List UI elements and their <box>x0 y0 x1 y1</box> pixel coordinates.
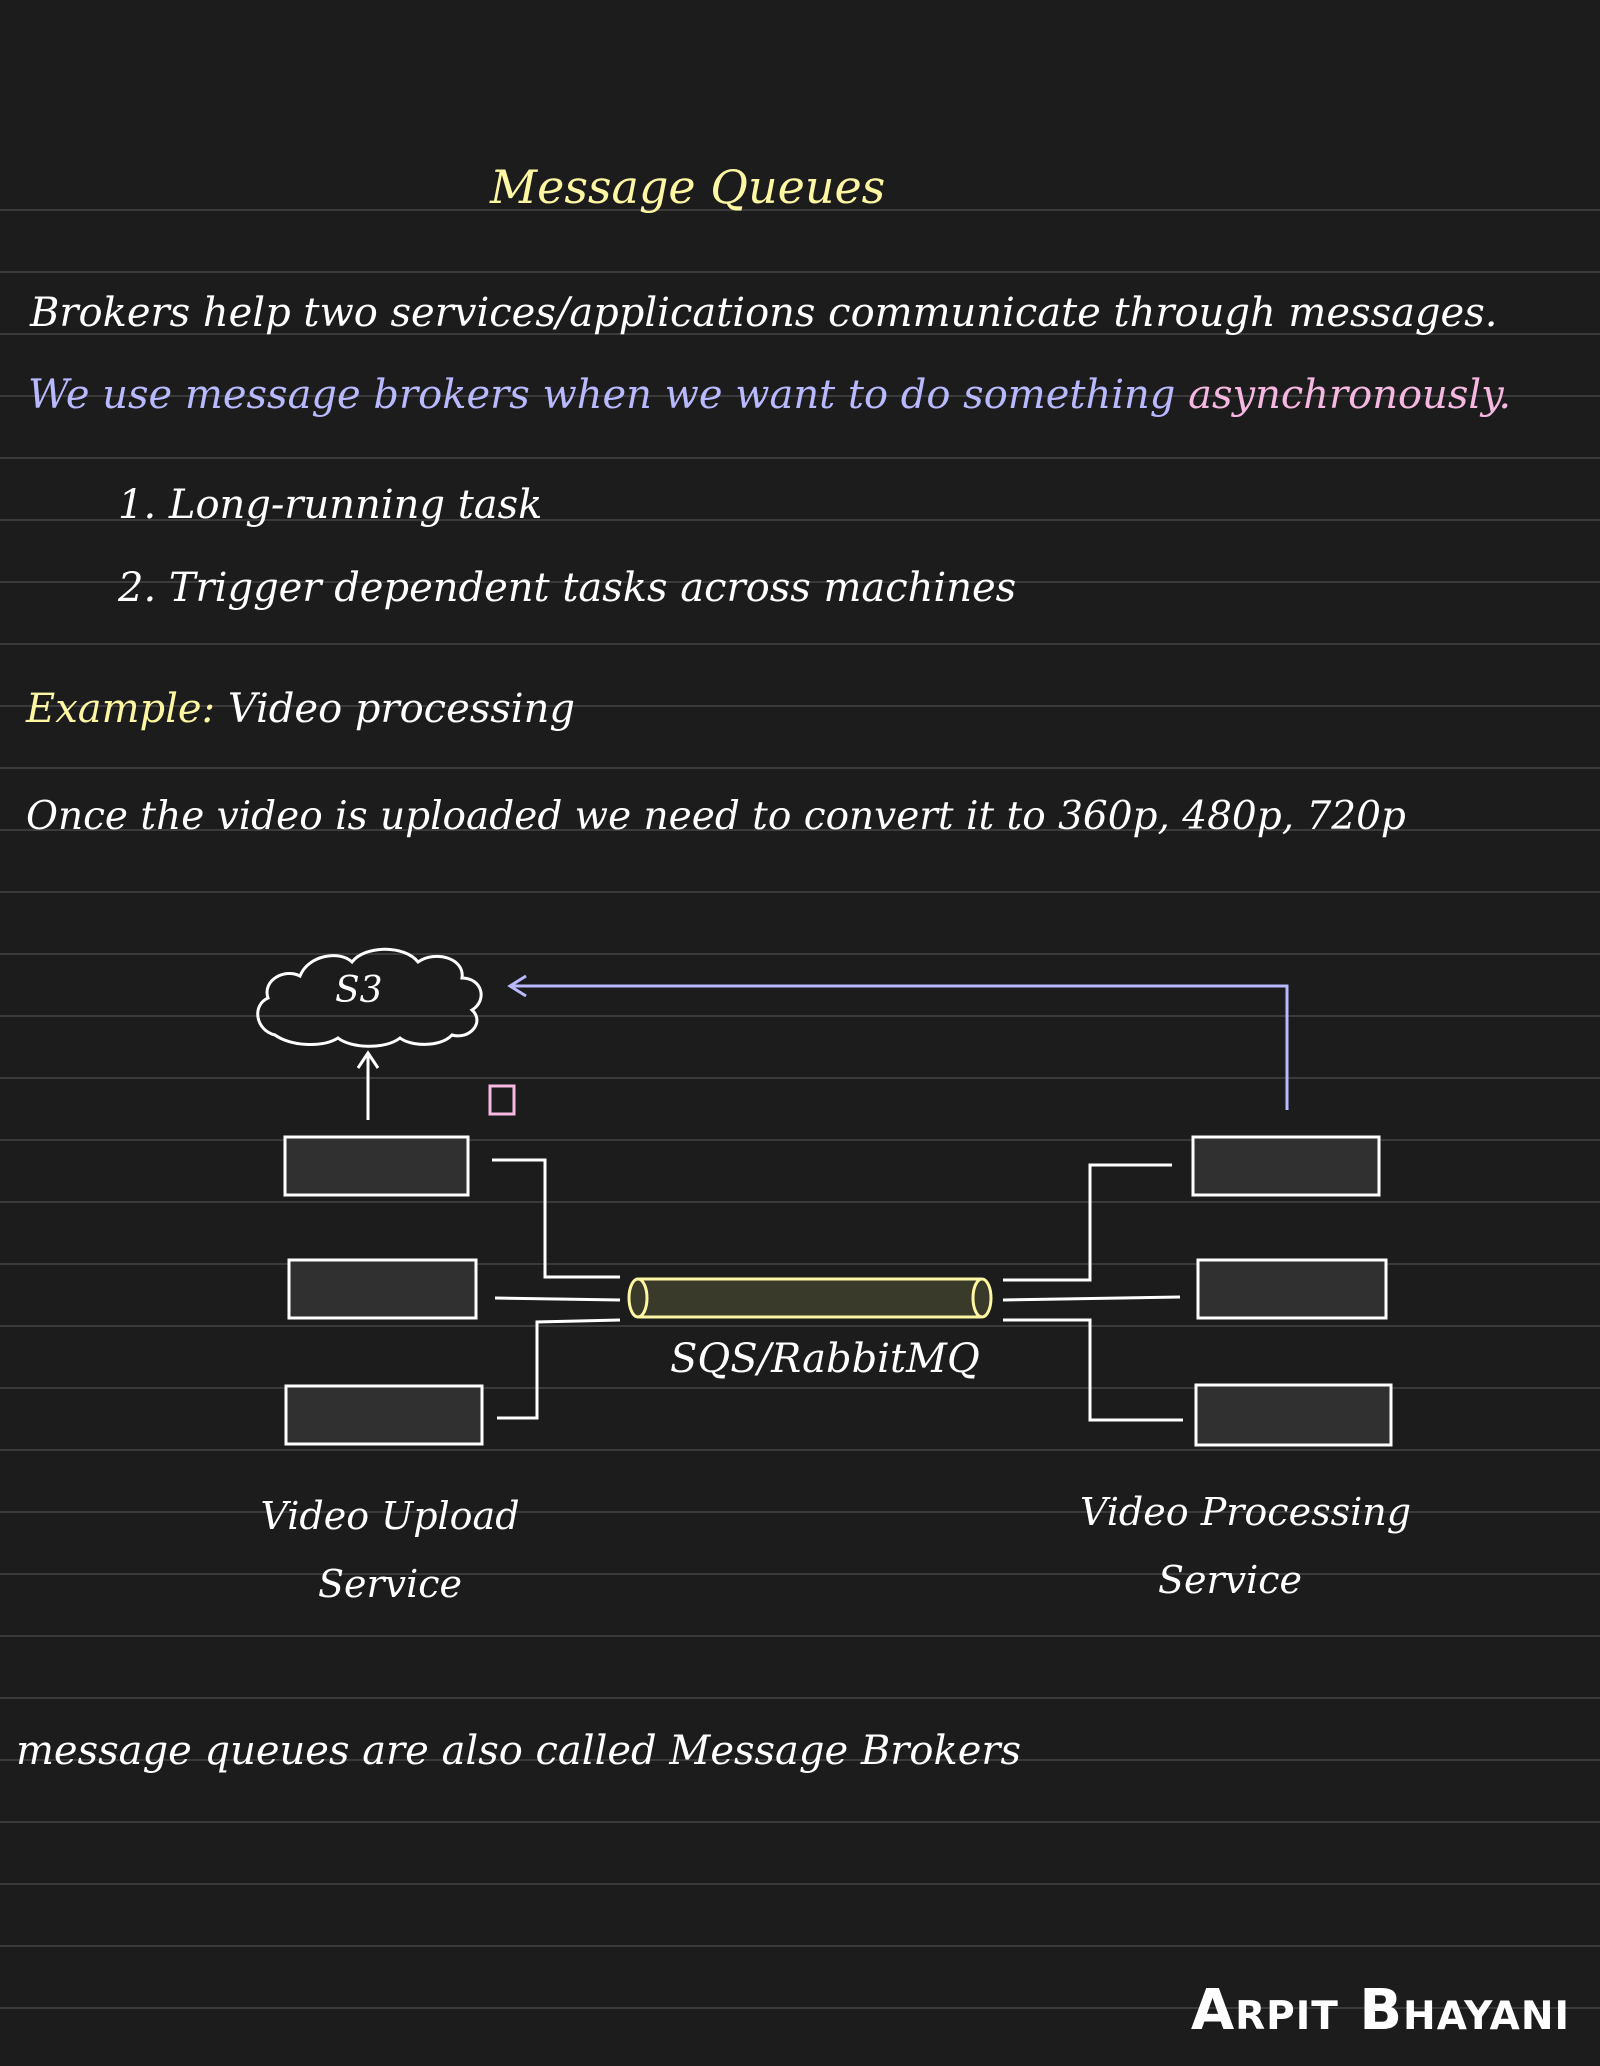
usage-text: We use message brokers when we want to d… <box>28 372 1511 418</box>
intro-text: Brokers help two services/applications c… <box>30 290 1498 336</box>
upload-service-label: Video Upload Service <box>250 1482 530 1618</box>
processing-to-s3-arrow <box>512 984 1289 1110</box>
arrowhead-icon <box>507 974 527 998</box>
connector <box>1003 1163 1172 1282</box>
queue-pipe-end <box>971 1277 993 1319</box>
queue-pipe <box>634 1277 986 1319</box>
footnote-text: message queues are also called Message B… <box>16 1728 1021 1774</box>
connector <box>497 1318 621 1420</box>
s3-label: S3 <box>335 970 383 1011</box>
footnote-term: Message Brokers <box>669 1728 1022 1774</box>
connector <box>492 1158 620 1279</box>
footnote-prefix: message queues are also called <box>16 1728 657 1774</box>
usage-emphasis: asynchronously. <box>1188 372 1512 418</box>
upload-service-label-line1: Video Upload <box>260 1494 520 1538</box>
list-item: 1. Long-running task <box>118 482 543 528</box>
connector <box>494 1296 621 1302</box>
processing-service-instance <box>1196 1258 1388 1320</box>
processing-service-instance <box>1194 1383 1393 1447</box>
author-brand: Arpit Bhayani <box>1190 1978 1570 2043</box>
pink-square <box>488 1084 516 1116</box>
queue-pipe-end <box>627 1277 649 1319</box>
upload-service-instance <box>284 1384 484 1446</box>
example-line: Example: Video processing <box>26 686 575 732</box>
processing-service-label-line1: Video Processing <box>1080 1490 1412 1534</box>
usage-prefix: We use message brokers when we want to d… <box>28 372 1176 418</box>
queue-label: SQS/RabbitMQ <box>670 1336 980 1382</box>
connector <box>1002 1295 1181 1302</box>
processing-service-label-line2: Service <box>1157 1558 1303 1602</box>
upload-service-label-line2: Service <box>317 1562 463 1606</box>
connector <box>1003 1318 1183 1422</box>
scenario-text: Once the video is uploaded we need to co… <box>26 794 1406 839</box>
processing-service-instance <box>1191 1135 1381 1197</box>
arrowhead-icon <box>356 1050 380 1069</box>
s3-cloud-icon <box>256 947 483 1048</box>
upload-service-instance <box>283 1135 470 1197</box>
page-title: Message Queues <box>490 160 886 214</box>
processing-service-label: Video Processing Service <box>1080 1478 1412 1614</box>
upload-service-instance <box>287 1258 478 1320</box>
example-label: Example: <box>26 686 216 732</box>
example-text: Video processing <box>227 686 575 732</box>
list-item: 2. Trigger dependent tasks across machin… <box>118 565 1017 611</box>
